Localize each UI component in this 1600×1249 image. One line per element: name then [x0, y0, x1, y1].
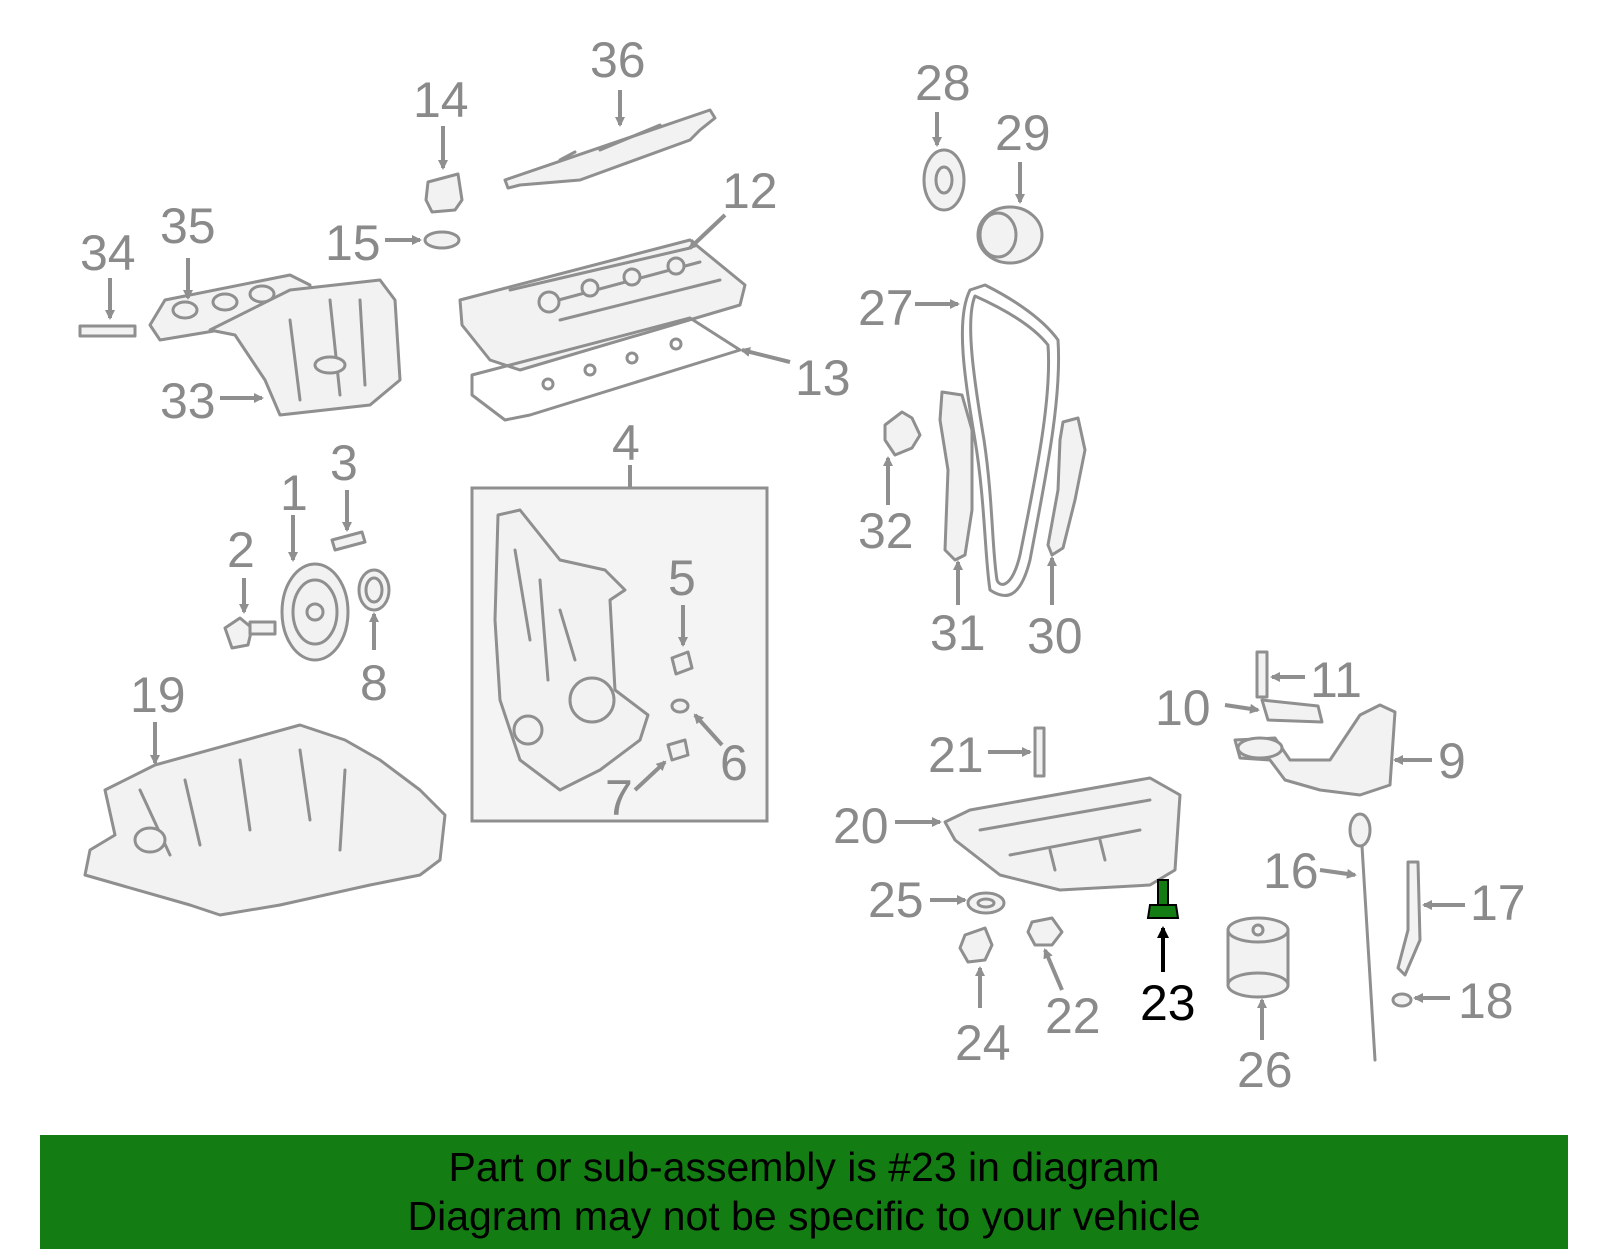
part-15-gasket[interactable]: [385, 230, 461, 250]
part-5-plug[interactable]: [670, 605, 694, 676]
info-banner: Part or sub-assembly is #23 in diagram D…: [40, 1135, 1568, 1249]
part-19-engine-block[interactable]: [83, 722, 447, 917]
label-3: 3: [330, 435, 358, 491]
part-27-timing-chain[interactable]: [915, 283, 1061, 598]
label-36: 36: [590, 32, 646, 88]
label-17: 17: [1470, 875, 1526, 931]
label-34: 34: [80, 225, 136, 281]
label-11: 11: [1310, 652, 1362, 708]
label-22: 22: [1045, 988, 1101, 1044]
part-7-plug[interactable]: [633, 738, 690, 792]
part-3-pin[interactable]: [330, 490, 367, 552]
part-6-oring[interactable]: [670, 698, 724, 747]
label-10: 10: [1155, 680, 1211, 736]
label-12: 12: [722, 163, 778, 219]
part-16-dipstick[interactable]: [1319, 812, 1377, 1062]
label-5: 5: [668, 550, 696, 606]
label-21: 21: [928, 727, 984, 783]
part-21-stud[interactable]: [988, 726, 1046, 778]
label-31: 31: [930, 605, 986, 661]
label-28: 28: [915, 55, 971, 111]
part-25-washer[interactable]: [930, 891, 1006, 915]
label-9: 9: [1438, 733, 1466, 789]
part-22-plug[interactable]: [1026, 916, 1064, 991]
label-23: 23: [1140, 975, 1196, 1031]
label-25: 25: [868, 872, 924, 928]
label-14: 14: [413, 72, 469, 128]
part-14-oil-filler-cap[interactable]: [424, 126, 464, 214]
part-8-seal[interactable]: [357, 568, 391, 650]
label-15: 15: [325, 215, 381, 271]
banner-line-part: Part or sub-assembly is #23 in diagram: [448, 1144, 1160, 1190]
part-18-oring[interactable]: [1391, 992, 1450, 1008]
callout-labels: 36 14 12 15 35 34 13 33 4 3 1 2 5 8 19 6…: [80, 32, 1526, 1098]
part-32-tensioner[interactable]: [883, 410, 922, 505]
part-9-oil-strainer[interactable]: [1233, 703, 1432, 797]
label-30: 30: [1027, 608, 1083, 664]
part-34-stud[interactable]: [78, 278, 137, 338]
label-1: 1: [280, 465, 308, 521]
part-10-gasket[interactable]: [1224, 698, 1324, 724]
part-11-stud[interactable]: [1255, 650, 1305, 699]
part-2-bolt[interactable]: [223, 578, 277, 650]
label-27: 27: [858, 280, 914, 336]
part-17-dipstick-guide[interactable]: [1396, 860, 1465, 977]
part-33-intake-manifold[interactable]: [208, 278, 402, 417]
part-31-chain-guide[interactable]: [938, 390, 974, 605]
part-20-oil-pan[interactable]: [895, 776, 1182, 892]
label-33: 33: [160, 373, 216, 429]
part-36-cover-strip[interactable]: [503, 90, 717, 190]
part-23-bolt-highlighted[interactable]: [1146, 879, 1180, 972]
label-8: 8: [360, 655, 388, 711]
label-2: 2: [227, 522, 255, 578]
label-26: 26: [1237, 1042, 1293, 1098]
part-24-drain-plug[interactable]: [958, 926, 994, 1008]
part-26-oil-filter[interactable]: [1226, 916, 1290, 1040]
label-35: 35: [160, 198, 216, 254]
label-4: 4: [612, 415, 640, 471]
label-29: 29: [995, 105, 1051, 161]
label-13: 13: [795, 350, 851, 406]
label-7: 7: [605, 770, 633, 826]
label-32: 32: [858, 503, 914, 559]
part-29-cam-gear[interactable]: [976, 162, 1044, 265]
label-16: 16: [1263, 843, 1319, 899]
label-20: 20: [833, 798, 889, 854]
label-24: 24: [955, 1015, 1011, 1071]
label-18: 18: [1458, 973, 1514, 1029]
part-13-cover-gasket[interactable]: [470, 316, 791, 422]
part-12-valve-cover[interactable]: [458, 213, 747, 372]
label-6: 6: [720, 735, 748, 791]
diagram-canvas: 36 14 12 15 35 34 13 33 4 3 1 2 5 8 19 6…: [78, 32, 1526, 1098]
banner-line-disclaimer: Diagram may not be specific to your vehi…: [407, 1193, 1201, 1239]
part-1-pulley[interactable]: [280, 515, 350, 662]
part-4-timing-cover-box[interactable]: [470, 465, 769, 823]
part-28-sprocket[interactable]: [922, 112, 966, 212]
label-19: 19: [130, 667, 186, 723]
part-30-chain-guide[interactable]: [1046, 416, 1087, 605]
